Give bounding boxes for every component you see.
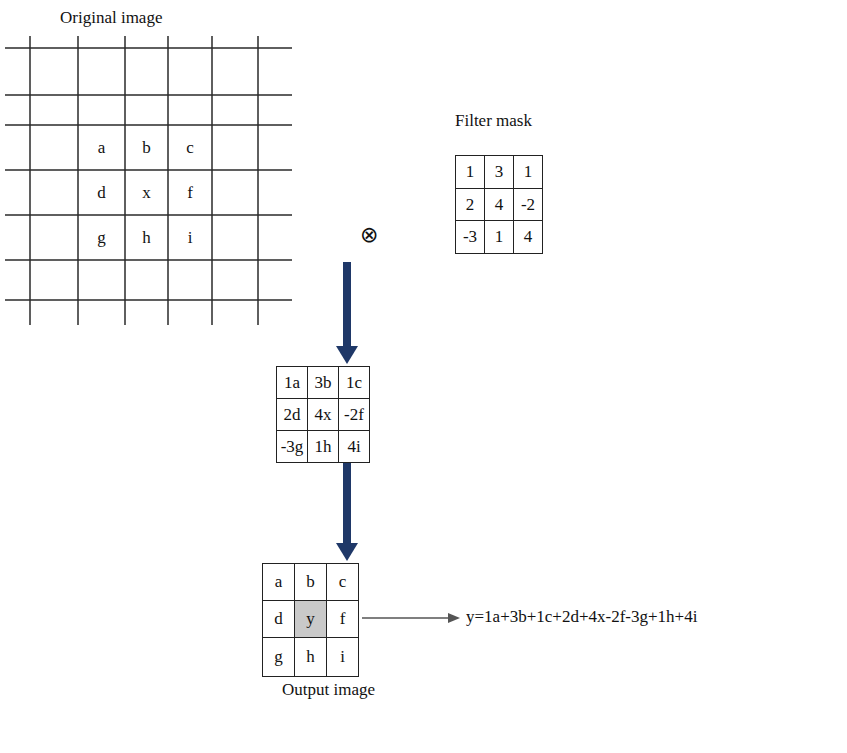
- grid-cell: 1: [513, 155, 543, 189]
- grid-cell: -2: [513, 188, 543, 221]
- grid-cell: g: [78, 215, 125, 260]
- grid-line: [5, 214, 292, 216]
- grid-cell: 1: [484, 220, 514, 254]
- grid-line: [211, 36, 213, 325]
- grid-cell: d: [262, 600, 295, 638]
- grid-cell: 3b: [307, 366, 339, 399]
- output-equation: y=1a+3b+1c+2d+4x-2f-3g+1h+4i: [466, 607, 697, 627]
- grid-cell: 3: [484, 155, 514, 189]
- grid-cell: i: [326, 637, 359, 677]
- flow-arrow: [343, 262, 351, 346]
- grid-cell: b: [125, 125, 168, 170]
- grid-line: [5, 299, 292, 301]
- grid-cell: g: [262, 637, 295, 677]
- grid-line: [5, 47, 292, 49]
- grid-line: [5, 94, 292, 96]
- grid-cell: 1h: [307, 430, 339, 463]
- grid-cell: 1a: [276, 366, 308, 399]
- grid-cell: c: [168, 125, 212, 170]
- grid-cell: 4x: [307, 398, 339, 431]
- grid-line: [29, 36, 31, 325]
- grid-cell: h: [125, 215, 168, 260]
- grid-heading: Filter mask: [455, 111, 532, 131]
- grid-cell: y: [294, 600, 327, 638]
- grid-cell: d: [78, 170, 125, 215]
- grid-heading: Output image: [282, 680, 375, 700]
- original-image-grid-lines: [5, 36, 292, 325]
- grid-line: [167, 36, 169, 325]
- grid-cell: f: [326, 600, 359, 638]
- grid-cell: -3: [455, 220, 485, 254]
- grid-cell: 1: [455, 155, 485, 189]
- grid-cell: 1c: [338, 366, 370, 399]
- filter-mask-grid: Filter mask13124-2-314: [455, 155, 542, 253]
- original-image-grid: Original image abcdxfghi: [0, 0, 360, 262]
- grid-cell: 4: [484, 188, 514, 221]
- grid-cell: i: [168, 215, 212, 260]
- grid-cell: 2: [455, 188, 485, 221]
- grid-cell: h: [294, 637, 327, 677]
- grid-line: [77, 36, 79, 325]
- grid-cell: -3g: [276, 430, 308, 463]
- grid-cell: 2d: [276, 398, 308, 431]
- grid-line: [5, 169, 292, 171]
- pointer-head: [448, 613, 460, 623]
- grid-cell: 4: [513, 220, 543, 254]
- product-grid: 1a3b1c 2d4x-2f -3g1h4i: [276, 366, 369, 462]
- grid-cell: a: [262, 563, 295, 601]
- grid-cell: x: [125, 170, 168, 215]
- grid-cell: b: [294, 563, 327, 601]
- grid-cell: a: [78, 125, 125, 170]
- grid-line: [5, 124, 292, 126]
- grid-cell: c: [326, 563, 359, 601]
- convolution-symbol: ⊗: [360, 222, 378, 247]
- grid-cell: -2f: [338, 398, 370, 431]
- grid-line: [124, 36, 126, 325]
- flow-arrow: [343, 462, 351, 543]
- grid-heading: Original image: [60, 8, 162, 28]
- grid-line: [5, 259, 292, 261]
- grid-line: [257, 36, 259, 325]
- pointer-line: [362, 617, 448, 619]
- output-image-grid: abcdyfghiOutput image: [262, 563, 358, 676]
- grid-cell: f: [168, 170, 212, 215]
- grid-cell: 4i: [338, 430, 370, 463]
